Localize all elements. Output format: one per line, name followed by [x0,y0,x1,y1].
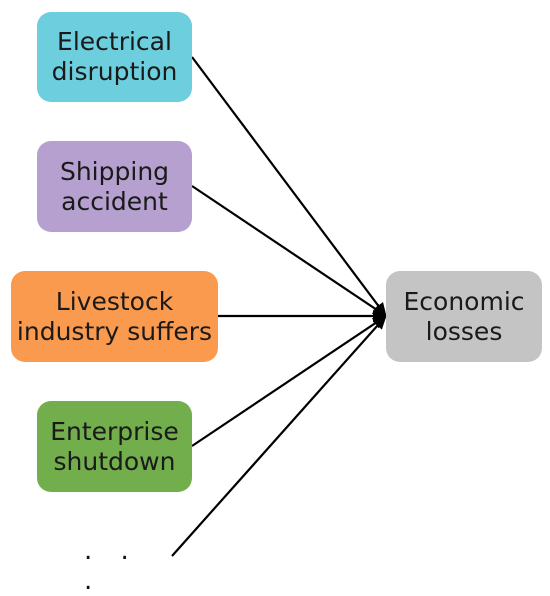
node-label-line: Enterprise [50,416,179,446]
node-label-line: shutdown [53,446,176,476]
more-causes-ellipsis: . . . [84,536,139,596]
node-shipping-accident: Shipping accident [37,141,192,232]
node-label-line: Economic [403,286,525,316]
node-label-line: Livestock [55,286,174,316]
node-label-line: Electrical [57,27,172,56]
node-livestock-industry-suffers: Livestock industry suffers [11,271,218,362]
node-label-line: losses [425,316,503,346]
node-label-line: industry suffers [16,316,213,346]
node-economic-losses: Economic losses [386,271,542,362]
arrows-layer [171,56,387,557]
arrow-more-to-losses [171,315,387,557]
node-label-line: accident [61,186,168,216]
arrow-enterprise-to-losses [191,315,387,447]
node-electrical-disruption: Electrical disruption [37,12,192,102]
node-label-line: disruption [51,57,178,86]
arrow-shipping-to-losses [191,185,387,317]
arrow-electrical-to-losses [191,56,387,317]
node-label-line: Shipping [59,156,170,186]
node-enterprise-shutdown: Enterprise shutdown [37,401,192,492]
